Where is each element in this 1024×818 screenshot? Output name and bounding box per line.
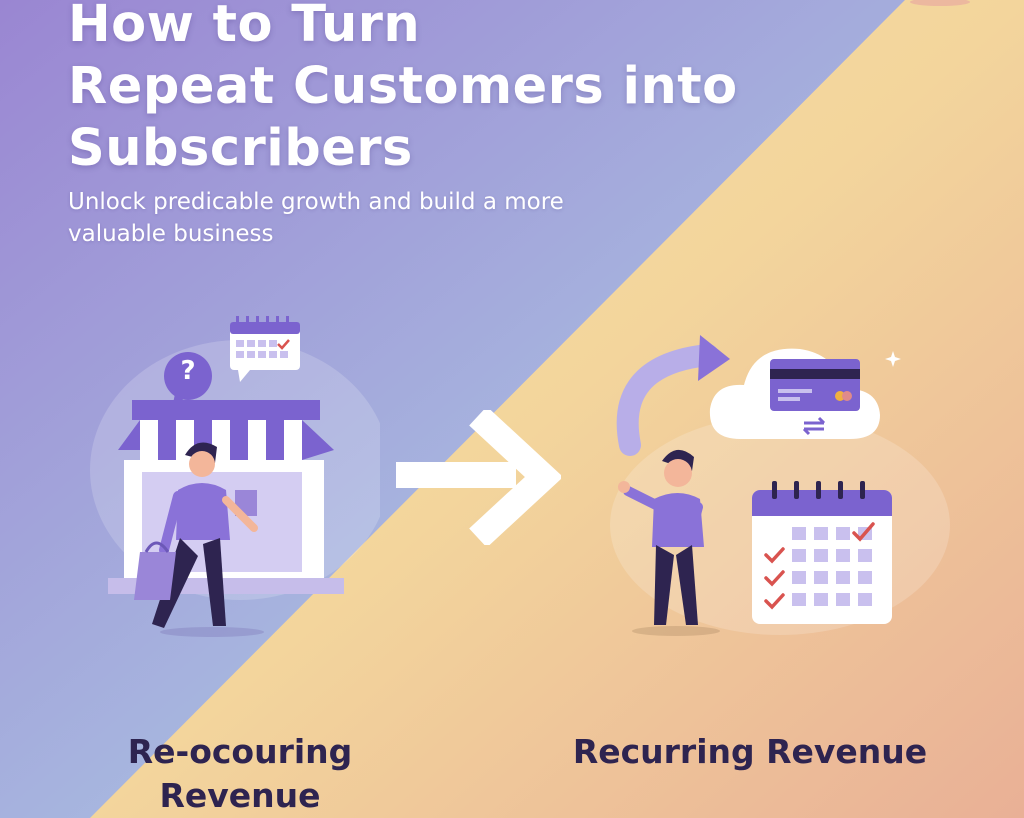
subtitle-line-1: Unlock predicable growth and build a mor… (68, 189, 564, 215)
subscription-illustration (610, 335, 950, 636)
left-panel-label: Re-ocouring Revenue (80, 730, 400, 818)
exchange-arrows-icon (802, 416, 826, 436)
arrow-right-icon (396, 410, 561, 545)
subtitle: Unlock predicable growth and build a mor… (68, 186, 628, 250)
subtitle-line-2: valuable business (68, 221, 274, 247)
storefront-illustration (90, 316, 380, 637)
calendar-icon (752, 481, 892, 624)
title-line-2: Repeat Customers into (68, 57, 738, 116)
shopping-bag-icon (134, 541, 176, 600)
left-label-line-1: Re-ocouring (127, 732, 353, 771)
calendar-icon (230, 316, 300, 382)
credit-card-icon (770, 359, 860, 411)
page-title: How to Turn Repeat Customers into Subscr… (68, 0, 808, 180)
curved-arrow-icon (616, 335, 730, 456)
title-line-1: How to Turn (68, 0, 421, 54)
left-label-line-2: Revenue (159, 776, 321, 815)
right-panel-label: Recurring Revenue (572, 732, 928, 771)
shopper-figure (152, 442, 264, 637)
subscriber-figure (618, 449, 720, 636)
checkmark-icon (764, 522, 875, 610)
question-mark: ? (180, 356, 196, 386)
sparkle-icon (885, 351, 901, 367)
title-line-3: Subscribers (68, 119, 413, 178)
